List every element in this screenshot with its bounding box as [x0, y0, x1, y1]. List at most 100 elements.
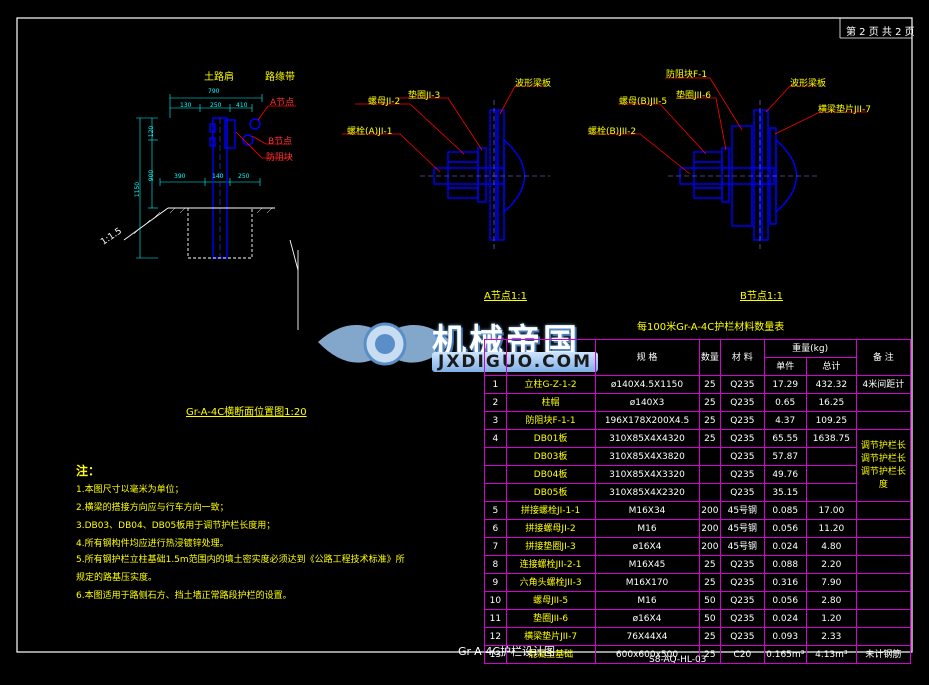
bom-cell-total: 432.32: [805, 375, 857, 394]
node-b-label-nut: 螺母(B)JII-5: [619, 97, 668, 107]
bom-cell-qty: [698, 447, 722, 466]
bom-cell-unit: 65.55: [763, 429, 807, 448]
bom-header-name: [505, 339, 596, 376]
bom-cell-unit: 0.165m³: [763, 645, 807, 664]
node-a-detail: [342, 85, 550, 250]
bom-cell-remark: 4米间距计: [855, 375, 912, 394]
bom-cell-material: Q235: [720, 591, 765, 610]
node-b-label-bolt: 螺栓(B)JII-2: [588, 127, 637, 137]
bom-header-spec: 规 格: [594, 339, 700, 376]
bom-cell-material: Q235: [720, 393, 765, 412]
bom-cell-material: Q235: [720, 429, 765, 448]
note-item: 1.本图尺寸以毫米为单位；: [76, 485, 184, 495]
page-label: 第 2 页 共 2 页: [846, 27, 915, 38]
bom-cell-name: 连接螺栓JII-2-1: [505, 555, 596, 574]
node-a-label-bolt: 螺栓(A)JI-1: [347, 127, 393, 137]
bom-cell-no: [484, 447, 507, 466]
dim-bottom-1: 390: [174, 173, 186, 180]
bom-cell-name: 拼接螺栓JI-1-1: [505, 501, 596, 520]
label-block: 防阻块: [266, 153, 294, 163]
bom-cell-unit: 0.65: [763, 393, 807, 412]
bom-cell-material: Q235: [720, 573, 765, 592]
bom-cell-no: 5: [484, 501, 507, 520]
bom-cell-spec: 310X85X4X4320: [594, 429, 700, 448]
bom-title: 每100米Gr-A-4C护栏材料数量表: [637, 322, 785, 333]
bom-cell-total: [805, 483, 857, 502]
bom-cell-unit: 0.085: [763, 501, 807, 520]
bom-cell-unit: 0.088: [763, 555, 807, 574]
dim-bottom-2: 140: [212, 173, 224, 180]
section-view: [123, 94, 299, 330]
dim-top-3: 250: [210, 102, 222, 109]
bom-cell-unit: 57.87: [763, 447, 807, 466]
bom-cell-remark: [855, 555, 912, 574]
bom-cell-total: 1638.75: [805, 429, 857, 448]
bom-cell-material: Q235: [720, 375, 765, 394]
bom-cell-name: 立柱G-Z-1-2: [505, 375, 596, 394]
bom-cell-no: 1: [484, 375, 507, 394]
bom-cell-no: 11: [484, 609, 507, 628]
bom-cell-no: 3: [484, 411, 507, 430]
bom-cell-name: 防阻块F-1-1: [505, 411, 596, 430]
bom-cell-no: [484, 465, 507, 484]
bom-remark-line: 调节护栏长: [860, 466, 906, 477]
label-node-a: A节点: [270, 98, 295, 108]
bom-cell-no: 4: [484, 429, 507, 448]
bom-cell-unit: 0.056: [763, 591, 807, 610]
bom-header-no: [484, 339, 507, 376]
bom-cell-material: 45号钢: [720, 501, 765, 520]
bom-cell-qty: 25: [698, 411, 722, 430]
bom-cell-name: 六角头螺栓JII-3: [505, 573, 596, 592]
bom-cell-qty: 25: [698, 375, 722, 394]
bom-cell-spec: M16: [594, 591, 700, 610]
bom-header-row: 规 格 数量 材 料 重量(kg) 备 注: [484, 339, 912, 376]
bom-cell-remark: [855, 627, 912, 646]
node-b-label-plate: 波形梁板: [790, 79, 827, 89]
node-b-caption: B节点1:1: [740, 291, 783, 302]
node-a-caption: A节点1:1: [484, 291, 527, 302]
bom-cell-name: 垫圈JII-6: [505, 609, 596, 628]
node-b-label-spacer: 横梁垫片JII-7: [818, 105, 871, 115]
bom-cell-spec: 310X85X4X3320: [594, 465, 700, 484]
bom-cell-spec: ø140X3: [594, 393, 700, 412]
bom-cell-qty: 25: [698, 429, 722, 448]
bom-cell-qty: 25: [698, 573, 722, 592]
bom-cell-material: C20: [720, 645, 765, 664]
bom-cell-qty: 50: [698, 609, 722, 628]
bom-cell-no: 7: [484, 537, 507, 556]
dim-left-2: 900: [148, 169, 156, 182]
bom-header-material: 材 料: [720, 339, 765, 376]
bom-cell-qty: 50: [698, 591, 722, 610]
bom-cell-material: 45号钢: [720, 519, 765, 538]
note-item: 规定的路基压实度。: [76, 573, 158, 583]
label-node-b: B节点: [268, 137, 293, 147]
bom-cell-remark-db: 调节护栏长调节护栏长调节护栏长度: [855, 429, 912, 502]
logo-emblem: [318, 322, 452, 366]
bom-cell-total: 7.90: [805, 573, 857, 592]
note-item: 4.所有钢构件均应进行热浸镀锌处理。: [76, 539, 229, 549]
node-b-detail: [588, 77, 868, 250]
node-b-label-block: 防阻块F-1: [666, 70, 708, 80]
drawing-number: S8-AQ-HL-03: [649, 655, 707, 665]
bom-cell-remark: [855, 393, 912, 412]
bom-cell-remark: [855, 501, 912, 520]
bom-cell-remark: [855, 591, 912, 610]
bom-header-weight: 重量(kg): [763, 339, 857, 358]
node-a-label-nut: 螺母JI-2: [368, 97, 401, 107]
bom-cell-remark: [855, 537, 912, 556]
bom-cell-spec: 76X44X4: [594, 627, 700, 646]
bom-cell-name: DB01板: [505, 429, 596, 448]
bom-cell-remark: [855, 411, 912, 430]
bom-remark-line: 调节护栏长: [860, 453, 906, 464]
